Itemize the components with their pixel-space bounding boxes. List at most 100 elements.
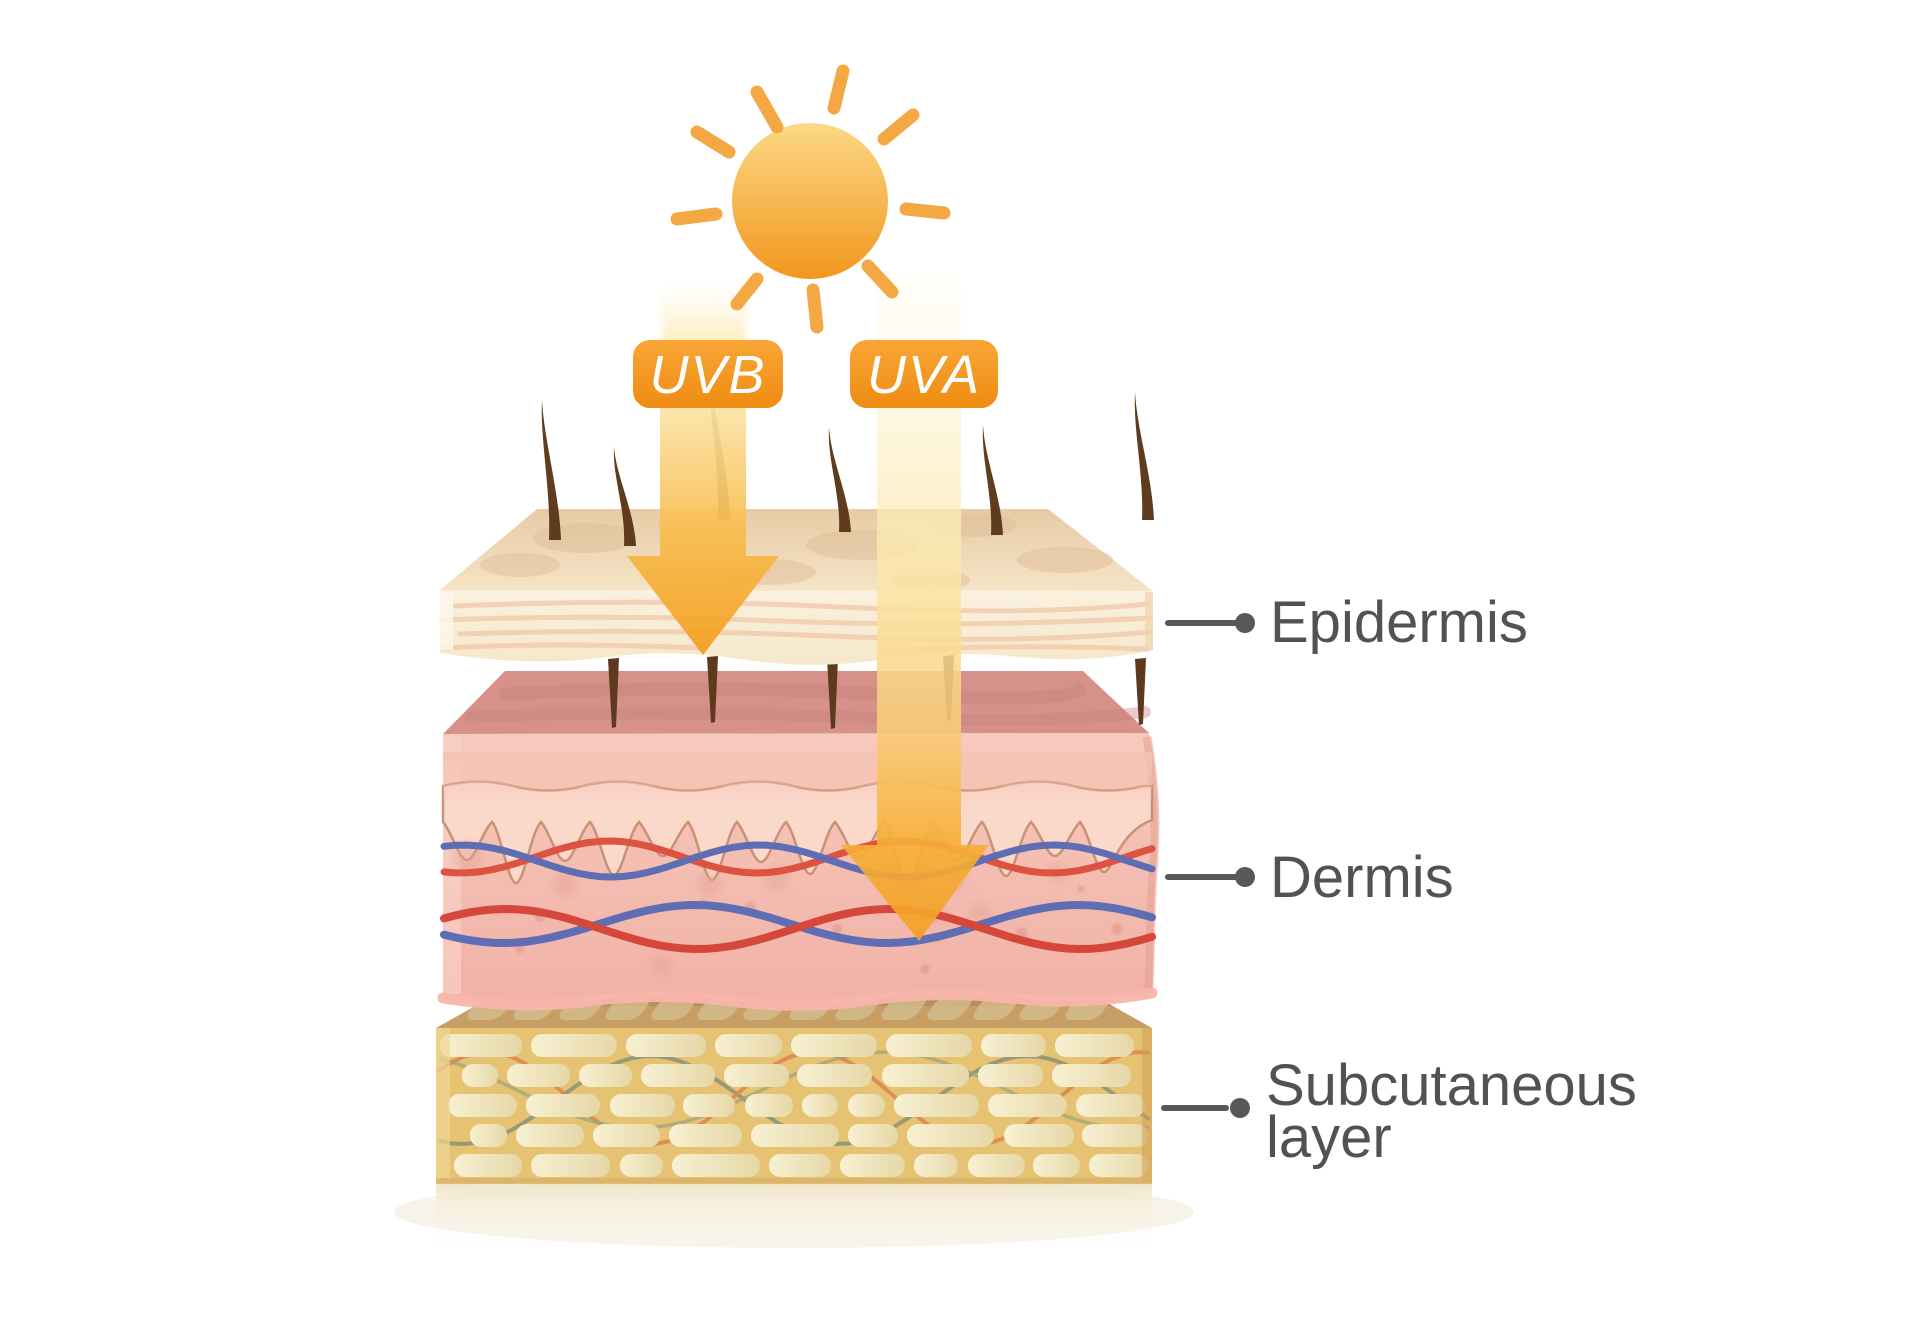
epidermis-connector-dot xyxy=(1235,613,1255,633)
dermis-spot xyxy=(1111,923,1123,935)
hair-icon xyxy=(1134,392,1154,520)
fat-cell xyxy=(454,1154,522,1177)
dermis-spot xyxy=(697,872,723,898)
blue-vessel xyxy=(440,841,1156,881)
fat-cell xyxy=(724,1064,789,1087)
fat-cell xyxy=(797,1064,872,1087)
sun-icon xyxy=(670,64,951,334)
fat-cell xyxy=(1082,1124,1148,1147)
dermis-spot xyxy=(832,924,842,934)
hair-icon xyxy=(541,400,561,540)
epidermis-label: Epidermis xyxy=(1270,590,1528,655)
fat-cell xyxy=(1089,1154,1148,1177)
fat-cell xyxy=(440,1034,522,1057)
fat-cell xyxy=(840,1154,905,1177)
dermis-top-band xyxy=(464,706,1151,727)
label-subcutaneous: Subcutaneous layer xyxy=(1161,1053,1637,1170)
fat-cell xyxy=(715,1034,782,1057)
hair-root-icon xyxy=(1135,658,1146,725)
subcutaneous-label-line2: layer xyxy=(1266,1105,1392,1170)
papillae-soft-seam xyxy=(443,752,1152,804)
label-dermis: Dermis xyxy=(1165,845,1454,910)
fat-cell xyxy=(448,1094,517,1117)
uva-badge: UVA xyxy=(850,340,998,408)
uvb-badge-bg xyxy=(633,340,783,408)
fat-cell xyxy=(683,1094,735,1117)
fat-cell xyxy=(981,1034,1046,1057)
hair-root-icon xyxy=(707,656,718,723)
hair-root-icon xyxy=(827,658,838,729)
uva-ray-arrow xyxy=(841,278,989,941)
dermis-layer xyxy=(437,671,1160,1011)
fat-cell xyxy=(610,1094,675,1117)
dermis-spot xyxy=(969,901,991,923)
reflection-shadow xyxy=(394,1176,1194,1249)
sun-disc xyxy=(732,123,888,279)
epidermis-left-highlight xyxy=(440,592,453,650)
dermis-spot xyxy=(453,842,483,872)
dermis-spot xyxy=(515,944,525,954)
fat-cell xyxy=(751,1124,839,1147)
fat-cell xyxy=(620,1154,663,1177)
fat-cell xyxy=(626,1034,706,1057)
fat-cell xyxy=(745,1094,793,1117)
epidermis-layer xyxy=(439,509,1153,665)
subcutaneous-bottom-edge xyxy=(436,1178,1152,1184)
uvb-badge: UVB xyxy=(633,340,783,408)
fat-cell xyxy=(1052,1064,1131,1087)
red-vessel xyxy=(440,837,1156,877)
epidermis-right-edge xyxy=(1145,592,1153,650)
hair-icon xyxy=(613,447,636,546)
label-epidermis: Epidermis xyxy=(1165,590,1528,655)
dermis-label: Dermis xyxy=(1270,845,1454,910)
dermis-spot xyxy=(1077,885,1085,893)
dermis-bottom-strip xyxy=(437,987,1158,1011)
subcutaneous-layer xyxy=(436,991,1152,1184)
fat-vessel-orange xyxy=(438,1050,1150,1146)
uvb-ray-arrow xyxy=(627,407,779,655)
uvb-ray-beam xyxy=(662,278,746,346)
subcutaneous-label-line1: Subcutaneous xyxy=(1266,1053,1637,1118)
fat-cell xyxy=(886,1034,972,1057)
fat-cell xyxy=(968,1154,1025,1177)
fat-cell xyxy=(848,1124,898,1147)
fat-cell xyxy=(526,1094,600,1117)
fat-cell xyxy=(914,1154,958,1177)
reflection-fade xyxy=(436,1183,1152,1249)
sun-rays xyxy=(670,64,951,334)
fat-cell xyxy=(579,1064,632,1087)
fat-cell xyxy=(669,1124,742,1147)
fat-cell xyxy=(802,1094,838,1117)
subcutaneous-left-highlight xyxy=(436,1028,450,1183)
dermis-spot xyxy=(920,964,930,974)
uvb-badge-label: UVB xyxy=(649,345,766,405)
fat-cell xyxy=(1076,1094,1145,1117)
fat-cell xyxy=(1033,1154,1080,1177)
hair-icon xyxy=(982,425,1003,535)
fat-cell xyxy=(516,1124,584,1147)
fat-cell xyxy=(769,1154,831,1177)
red-vessel xyxy=(440,905,1156,953)
fat-cell xyxy=(907,1124,994,1147)
dermis-spot xyxy=(651,956,673,978)
fat-cells xyxy=(440,1034,1148,1177)
fat-cell xyxy=(848,1094,885,1117)
fat-cell-top xyxy=(927,996,972,1020)
subcutaneous-connector-dot xyxy=(1230,1098,1250,1118)
uva-badge-label: UVA xyxy=(867,345,981,405)
fat-cell xyxy=(672,1154,760,1177)
fat-cell xyxy=(641,1064,715,1087)
hair-icon xyxy=(828,427,851,532)
fat-cell xyxy=(791,1034,877,1057)
fat-cell xyxy=(1004,1124,1074,1147)
dermis-spot xyxy=(552,872,578,898)
fat-cell-top-shape xyxy=(927,996,972,1020)
fat-cell xyxy=(531,1154,610,1177)
subcutaneous-right-edge xyxy=(1142,1028,1152,1183)
uva-badge-bg xyxy=(850,340,998,408)
fat-cell xyxy=(470,1124,507,1147)
fat-cell xyxy=(882,1064,969,1087)
fat-cell xyxy=(1055,1034,1134,1057)
hair-root-icon xyxy=(608,658,619,728)
fat-cell xyxy=(988,1094,1067,1117)
